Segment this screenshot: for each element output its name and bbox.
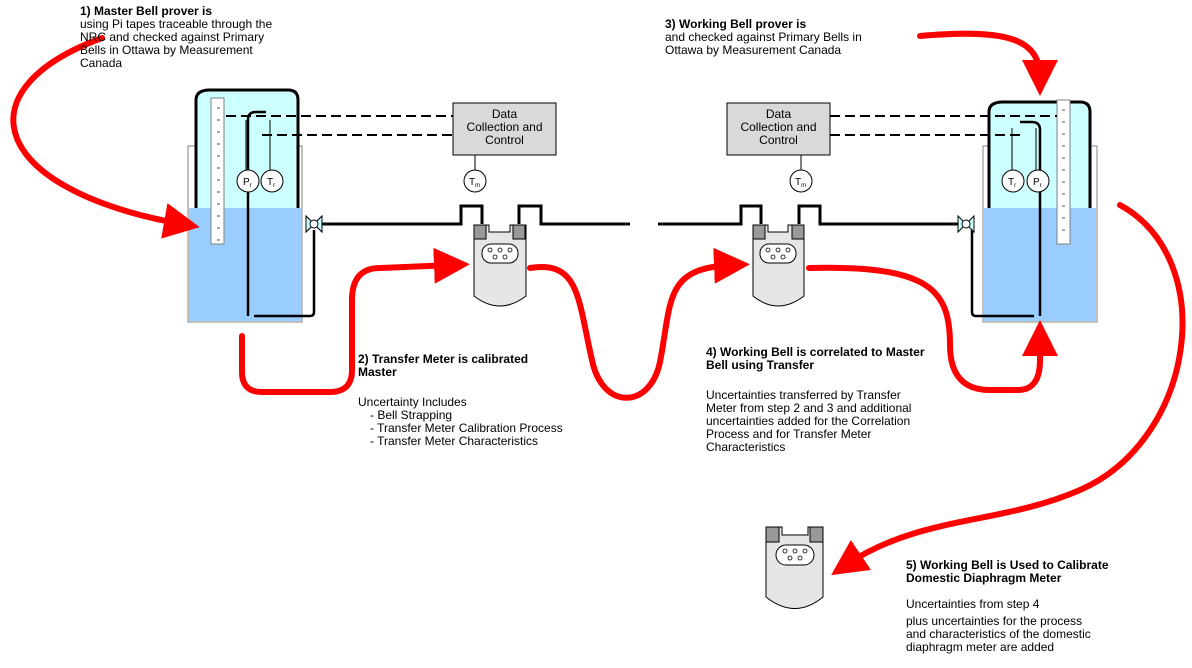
step1-line4: Canada: [80, 56, 123, 70]
data-box-left-line2: Collection and: [466, 120, 543, 134]
master-pressure-label: Pr: [243, 177, 252, 189]
master-tank-water: [189, 208, 301, 321]
step4-line1: Uncertainties transferred by Transfer: [706, 388, 901, 402]
data-box-left-line1: Data: [491, 107, 518, 121]
step3-heading: 3) Working Bell prover is: [665, 17, 807, 31]
right-tm-label: Tm: [795, 177, 806, 189]
step4-line4: Process and for Transfer Meter: [706, 427, 872, 441]
step2-heading-line2: Master: [358, 365, 397, 379]
step2-annotation: 2) Transfer Meter is calibrated Master U…: [358, 353, 628, 448]
data-box-right-line2: Collection and: [740, 120, 817, 134]
arrow-step4: [806, 264, 1058, 393]
master-tape-ticks: [217, 107, 220, 241]
step3-annotation: 3) Working Bell prover is and checked ag…: [665, 18, 905, 57]
step5-annotation: 5) Working Bell is Used to Calibrate Dom…: [906, 559, 1166, 654]
data-box-left-label: Data Collection and Control: [453, 108, 556, 147]
step2-heading-line1: 2) Transfer Meter is calibrated: [358, 352, 529, 366]
master-bell-prover: Pr Tr: [187, 88, 323, 323]
step1-annotation: 1) Master Bell prover is using Pi tapes …: [80, 5, 350, 70]
arrow-transfer: [527, 247, 750, 401]
step1-line2: NRC and checked against Primary: [80, 30, 265, 44]
step1-heading: 1) Master Bell prover is: [80, 4, 213, 18]
arrow-step5: [831, 202, 1186, 576]
step3-line1: and checked against Primary Bells in: [665, 30, 862, 44]
step1-line1: using Pi tapes traceable through the: [80, 17, 273, 31]
working-pi-tape: [1056, 99, 1071, 245]
data-box-left: [452, 102, 557, 156]
arrow-step3: [917, 30, 1058, 96]
step2-item2: - Transfer Meter Calibration Process: [370, 421, 563, 435]
step3-line2: Ottawa by Measurement Canada: [665, 43, 842, 57]
working-tape-ticks: [1062, 109, 1065, 231]
step5-heading-line1: 5) Working Bell is Used to Calibrate: [906, 558, 1109, 572]
transfer-meter-left: [473, 224, 527, 307]
left-tm-gauge: [463, 169, 487, 193]
master-valve-icon: [305, 214, 323, 234]
step4-annotation: 4) Working Bell is correlated to Master …: [706, 346, 966, 454]
working-valve-icon: [957, 214, 975, 234]
working-bell-prover: Tr Pr: [957, 99, 1098, 323]
step2-intro: Uncertainty Includes: [358, 395, 467, 409]
master-temperature-label: Tr: [267, 177, 275, 189]
data-box-right-label: Data Collection and Control: [727, 108, 830, 147]
step4-line5: Characteristics: [706, 440, 786, 454]
step2-item1: - Bell Strapping: [370, 408, 453, 422]
data-box-left-line3: Control: [485, 133, 524, 147]
step5-line1: Uncertainties from step 4: [906, 597, 1040, 611]
working-temperature-gauge: [1001, 169, 1025, 193]
flow-arrows: [10, 30, 1186, 576]
step4-heading-line1: 4) Working Bell is correlated to Master: [706, 345, 925, 359]
arrow-step2-in: [239, 247, 470, 395]
data-box-right: [726, 102, 831, 156]
step5-heading-line2: Domestic Diaphragm Meter: [906, 571, 1062, 585]
master-pressure-gauge: [236, 169, 260, 193]
data-box-right-line3: Control: [759, 133, 798, 147]
master-temperature-gauge: [260, 169, 284, 193]
working-pressure-label: Pr: [1033, 177, 1042, 189]
data-lines: [226, 115, 1057, 136]
gas-piping: [322, 204, 958, 226]
working-temperature-label: Tr: [1008, 177, 1016, 189]
left-tm-label: Tm: [469, 177, 480, 189]
arrow-step1: [10, 35, 200, 239]
step4-line2: Meter from step 2 and 3 and additional: [706, 401, 912, 415]
step4-line3: uncertainties added for the Correlation: [706, 414, 911, 428]
step2-item3: - Transfer Meter Characteristics: [370, 434, 539, 448]
data-box-right-line1: Data: [765, 107, 792, 121]
transfer-meter-right: [752, 224, 805, 307]
step5-line3: and characteristics of the domestic: [906, 627, 1091, 641]
step5-line2: plus uncertainties for the process: [906, 614, 1083, 628]
master-pi-tape: [210, 97, 225, 245]
step5-line4: diaphragm meter are added: [906, 640, 1055, 654]
step4-heading-line2: Bell using Transfer: [706, 358, 815, 372]
working-pressure-gauge: [1026, 169, 1050, 193]
step1-line3: Bells in Ottawa by Measurement: [80, 43, 253, 57]
domestic-diaphragm-meter: [765, 526, 824, 609]
right-tm-gauge: [789, 169, 813, 193]
